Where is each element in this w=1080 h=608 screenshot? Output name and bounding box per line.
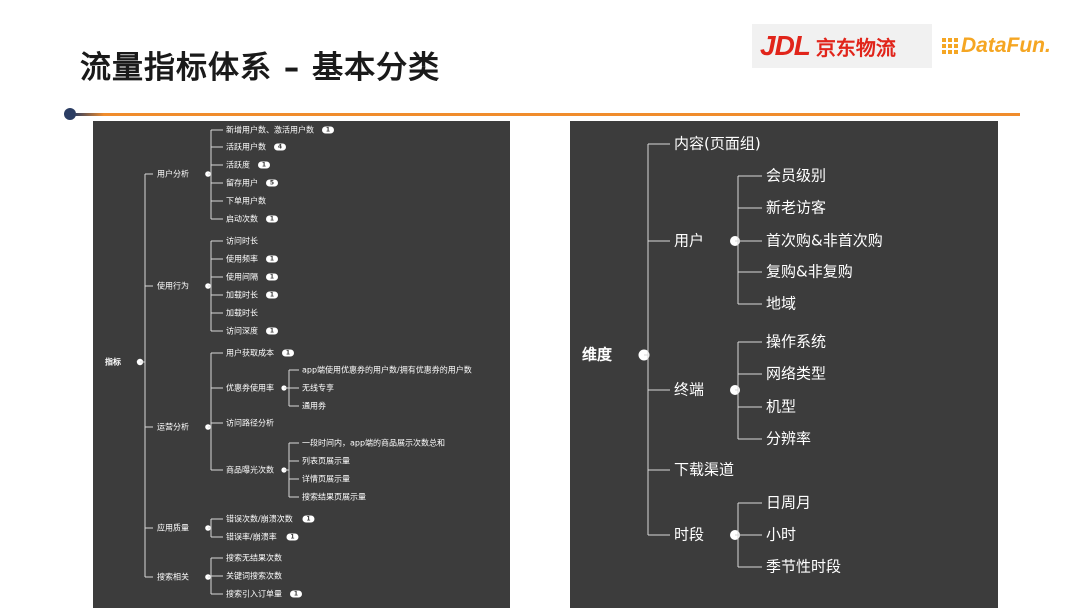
dimension-group-label: 下载渠道 bbox=[674, 461, 734, 479]
dimension-item-label: 机型 bbox=[766, 398, 796, 416]
metrics-group-node bbox=[205, 525, 211, 531]
metrics-group-label: 使用行为 bbox=[157, 281, 189, 291]
slide-title: 流量指标体系 – 基本分类 bbox=[80, 50, 441, 86]
metrics-item-badge-pill bbox=[266, 291, 278, 299]
metrics-group-node bbox=[205, 171, 211, 177]
metrics-item-label: 启动次数 bbox=[226, 214, 258, 224]
metrics-subgroup-node bbox=[281, 467, 287, 473]
metrics-item-badge: 1 bbox=[290, 534, 294, 541]
metrics-item-badge: 1 bbox=[306, 516, 310, 523]
dimension-item-label: 操作系统 bbox=[766, 333, 826, 351]
metrics-item-badge-pill bbox=[322, 126, 334, 134]
metrics-item-badge: 1 bbox=[294, 591, 298, 598]
dimension-item-label: 网络类型 bbox=[766, 365, 826, 383]
metrics-item-badge: 1 bbox=[270, 292, 274, 299]
metrics-group-node bbox=[205, 283, 211, 289]
metrics-item-label: 访问深度 bbox=[226, 326, 258, 336]
metrics-item-badge: 1 bbox=[326, 127, 330, 134]
dimension-item-label: 新老访客 bbox=[766, 199, 826, 217]
datafun-logo: DataFun. bbox=[942, 24, 1072, 68]
metrics-leaf-label: 通用券 bbox=[302, 401, 326, 411]
dimension-item-label: 首次购&非首次购 bbox=[766, 232, 883, 250]
dimension-item-label: 小时 bbox=[766, 526, 796, 544]
metrics-item-label: 商品曝光次数 bbox=[226, 465, 274, 475]
metrics-item-label: 关键词搜索次数 bbox=[226, 571, 282, 581]
dimension-group-label: 内容(页面组) bbox=[674, 135, 761, 153]
metrics-item-label: 加载时长 bbox=[226, 290, 258, 300]
jdl-logo-text: 京东物流 bbox=[815, 35, 896, 60]
metrics-item-badge-pill bbox=[266, 255, 278, 263]
dimension-item-label: 会员级别 bbox=[766, 167, 826, 185]
metrics-item-label: 活跃用户数 bbox=[226, 142, 266, 152]
metrics-item-badge: 1 bbox=[270, 274, 274, 281]
dimension-item-label: 日周月 bbox=[766, 494, 811, 512]
dimension-item-label: 季节性时段 bbox=[766, 558, 841, 576]
title-rule-bullet bbox=[64, 108, 76, 120]
datafun-dots-icon bbox=[942, 38, 958, 54]
metrics-group-node bbox=[205, 424, 211, 430]
metrics-item-badge: 4 bbox=[278, 144, 282, 151]
metrics-group-label: 应用质量 bbox=[157, 523, 189, 533]
metrics-item-badge: 1 bbox=[270, 216, 274, 223]
metrics-item-badge-pill bbox=[290, 590, 302, 598]
metrics-item-badge-pill bbox=[266, 273, 278, 281]
metrics-item-badge: 5 bbox=[270, 180, 274, 187]
metrics-item-label: 加载时长 bbox=[226, 308, 258, 318]
metrics-leaf-label: 搜索结果页展示量 bbox=[302, 492, 366, 502]
dimension-item-label: 分辨率 bbox=[766, 430, 811, 448]
metrics-item-badge-pill bbox=[266, 215, 278, 223]
metrics-leaf-label: 详情页展示量 bbox=[302, 474, 350, 484]
dimension-item-label: 复购&非复购 bbox=[766, 263, 853, 281]
metrics-leaf-label: 列表页展示量 bbox=[302, 456, 350, 466]
dimension-group-label: 用户 bbox=[674, 232, 704, 250]
metrics-item-label: 优惠券使用率 bbox=[226, 383, 274, 393]
title-rule bbox=[74, 113, 1020, 116]
metrics-group-node bbox=[205, 574, 211, 580]
metrics-item-label: 活跃度 bbox=[226, 160, 250, 170]
metrics-item-label: 搜索无结果次数 bbox=[226, 553, 282, 563]
metrics-mindmap: 指标 用户分析 新增用户数、激活用户数 1 活跃用户数 4 活跃度 1 留存用户 5 下单用户数启动… bbox=[105, 125, 472, 599]
metrics-item-badge: 1 bbox=[286, 350, 290, 357]
metrics-item-badge-pill bbox=[266, 179, 278, 187]
metrics-item-badge-pill bbox=[266, 327, 278, 335]
jdl-logo-mark: JDL bbox=[760, 30, 811, 61]
metrics-item-badge-pill bbox=[286, 533, 299, 541]
metrics-item-label: 留存用户 bbox=[226, 178, 258, 188]
dimension-group-label: 时段 bbox=[674, 526, 704, 544]
metrics-item-label: 下单用户数 bbox=[226, 196, 266, 206]
metrics-subgroup-node bbox=[281, 385, 287, 391]
metrics-item-label: 错误率/崩溃率 bbox=[226, 532, 277, 542]
metrics-root-label: 指标 bbox=[105, 357, 121, 367]
metrics-item-label: 使用间隔 bbox=[226, 272, 258, 282]
dimension-group-label: 终端 bbox=[674, 381, 704, 399]
metrics-group-label: 用户分析 bbox=[157, 169, 189, 179]
metrics-group-label: 搜索相关 bbox=[157, 572, 189, 582]
dimension-item-label: 地域 bbox=[766, 295, 796, 313]
metrics-leaf-label: app端使用优惠券的用户数/拥有优惠券的用户数 bbox=[302, 365, 472, 375]
metrics-leaf-label: 一段时间内，app端的商品展示次数总和 bbox=[302, 438, 445, 448]
metrics-mindmap-panel: 指标 用户分析 新增用户数、激活用户数 1 活跃用户数 4 活跃度 1 留存用户 5 下单用户数启动… bbox=[93, 121, 510, 608]
dimension-mindmap-panel: 维度 内容(页面组) 用户 会员级别新老访客首次购&非首次购复购&非复购地域终端 操作系… bbox=[570, 121, 998, 608]
metrics-item-badge: 1 bbox=[270, 328, 274, 335]
jdl-logo: JDL 京东物流 bbox=[752, 24, 932, 68]
metrics-item-label: 用户获取成本 bbox=[226, 348, 274, 358]
datafun-logo-text: DataFun. bbox=[961, 34, 1051, 57]
metrics-item-badge: 1 bbox=[270, 256, 274, 263]
metrics-item-label: 搜索引入订单量 bbox=[226, 589, 282, 599]
metrics-item-label: 使用频率 bbox=[226, 254, 258, 264]
metrics-item-label: 访问时长 bbox=[226, 236, 258, 246]
metrics-item-label: 访问路径分析 bbox=[226, 418, 274, 428]
metrics-item-badge-pill bbox=[282, 349, 294, 357]
metrics-leaf-label: 无线专享 bbox=[302, 383, 334, 393]
metrics-item-label: 新增用户数、激活用户数 bbox=[226, 125, 314, 135]
metrics-item-badge: 1 bbox=[262, 162, 266, 169]
dimension-root-label: 维度 bbox=[582, 346, 613, 364]
metrics-item-badge-pill bbox=[274, 143, 286, 151]
metrics-item-badge-pill bbox=[258, 161, 270, 169]
metrics-item-badge-pill bbox=[302, 515, 315, 523]
metrics-group-label: 运营分析 bbox=[157, 422, 189, 432]
metrics-item-label: 错误次数/崩溃次数 bbox=[226, 514, 293, 524]
